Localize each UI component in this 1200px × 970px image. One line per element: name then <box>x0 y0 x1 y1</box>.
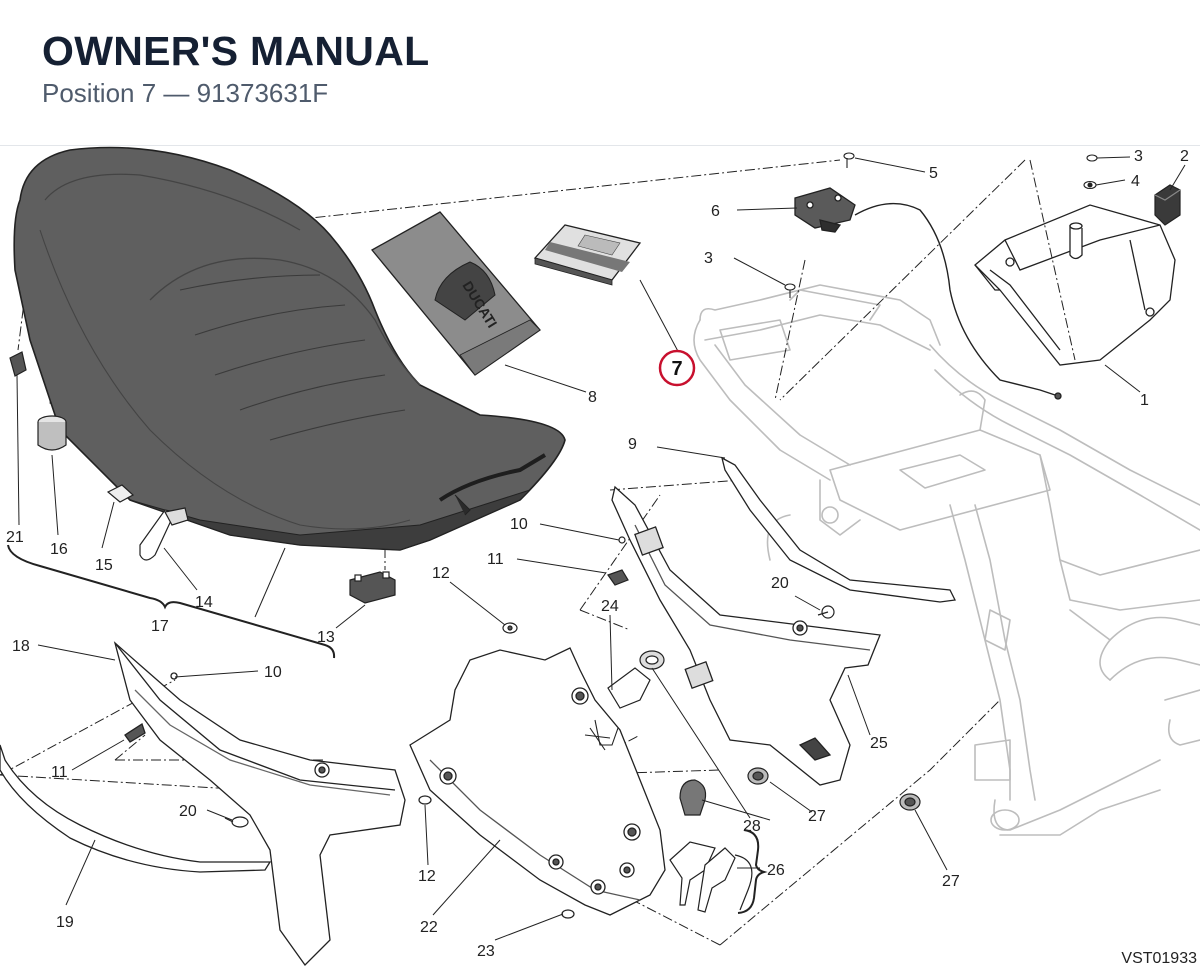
label-part-25: 25 <box>870 735 888 752</box>
label-part-17: 17 <box>151 618 169 635</box>
label-part-28: 28 <box>743 818 761 835</box>
rubber-cap-drawing <box>1154 184 1181 226</box>
label-part-10-lower: 10 <box>264 664 282 681</box>
label-part-23: 23 <box>477 943 495 960</box>
label-part-4: 4 <box>1131 173 1140 190</box>
drawing-reference-code: VST01933 <box>1121 950 1197 967</box>
page-title: OWNER'S MANUAL <box>42 28 430 74</box>
label-part-1: 1 <box>1140 392 1149 409</box>
label-part-20-lower: 20 <box>179 803 197 820</box>
header-divider <box>0 145 1200 146</box>
label-part-22: 22 <box>420 919 438 936</box>
side-panel-right-drawing <box>611 485 881 786</box>
fasteners-drawing <box>224 536 921 919</box>
seat-lock-latch-drawing <box>794 187 1062 400</box>
label-part-18: 18 <box>12 638 30 655</box>
label-part-27-left: 27 <box>808 808 826 825</box>
highlight-label: 7 <box>671 358 682 380</box>
label-part-12-lower: 12 <box>418 868 436 885</box>
label-part-27-right: 27 <box>942 873 960 890</box>
label-part-15: 15 <box>95 557 113 574</box>
leader-lines <box>16 156 1186 941</box>
label-part-5: 5 <box>929 165 938 182</box>
part-number-labels: 1 2 3 4 5 6 3 8 9 10 11 12 21 16 15 14 1… <box>6 148 1189 960</box>
item-17-bracket <box>7 544 336 659</box>
subframe-drawing <box>693 284 1200 836</box>
label-part-14: 14 <box>195 594 213 611</box>
label-part-8: 8 <box>588 389 597 406</box>
storage-tray-drawing <box>974 204 1176 366</box>
item-26-bracket <box>737 829 768 914</box>
label-part-6: 6 <box>711 203 720 220</box>
side-panel-centre-drawing <box>409 647 666 916</box>
label-part-11-lower: 11 <box>51 764 68 781</box>
label-part-13: 13 <box>317 629 335 646</box>
tail-fairing-left-drawing <box>113 641 406 967</box>
label-part-3-mid: 3 <box>704 250 713 267</box>
label-part-26: 26 <box>767 862 785 879</box>
page-subtitle: Position 7 — 91373631F <box>42 78 329 108</box>
label-part-10-upper: 10 <box>510 516 528 533</box>
label-part-16: 16 <box>50 541 68 558</box>
rider-seat-drawing <box>13 146 566 551</box>
trim-strip-left-drawing <box>0 744 272 873</box>
highlighted-position-7: 7 <box>658 349 696 387</box>
document-bag-drawing: DUCATI <box>371 211 541 376</box>
label-part-3-top: 3 <box>1134 148 1143 165</box>
label-part-24: 24 <box>601 598 619 615</box>
header: OWNER'S MANUAL Position 7 — 91373631F <box>0 0 1200 146</box>
lock-and-keys-drawing <box>584 650 753 913</box>
label-part-21: 21 <box>6 529 24 546</box>
label-part-9: 9 <box>628 436 637 453</box>
trim-strip-right-drawing <box>721 456 956 603</box>
owners-manual-book-drawing <box>533 224 642 286</box>
seat-small-parts-drawing <box>9 351 396 604</box>
label-part-12-upper: 12 <box>432 565 450 582</box>
label-part-19: 19 <box>56 914 74 931</box>
label-part-2: 2 <box>1180 148 1189 165</box>
label-part-11-upper: 11 <box>487 551 504 568</box>
label-part-20-upper: 20 <box>771 575 789 592</box>
